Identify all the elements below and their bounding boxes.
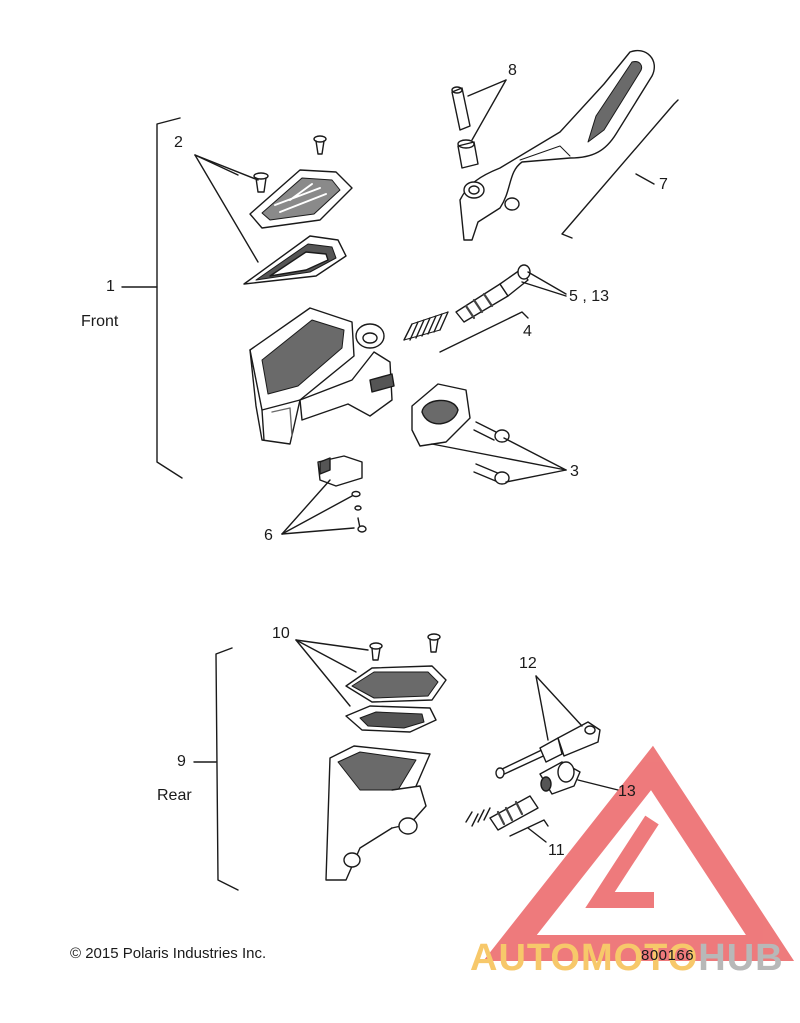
callout-10: 10 bbox=[272, 625, 290, 642]
screw-rear-cover-right bbox=[427, 633, 441, 653]
copyright-notice: © 2015 Polaris Industries Inc. bbox=[70, 945, 267, 962]
master-cylinder-body-rear bbox=[325, 745, 431, 881]
bracket-front bbox=[156, 117, 183, 479]
pivot-pin-front bbox=[451, 86, 471, 131]
screw-rear-cover-left bbox=[369, 642, 383, 661]
callout-4: 4 bbox=[523, 323, 532, 340]
screw-front-cover-left bbox=[253, 172, 269, 193]
piston-spring-front bbox=[403, 311, 449, 341]
callout-13: 13 bbox=[618, 783, 636, 800]
callout-5-13: 5 , 13 bbox=[569, 288, 610, 305]
watermark-logo bbox=[483, 745, 795, 961]
rubber-boot-rear bbox=[539, 761, 581, 795]
callout-8: 8 bbox=[508, 62, 517, 79]
watermark-text-a: AUTOMOTO bbox=[470, 937, 699, 979]
callout-9: 9 bbox=[177, 753, 186, 770]
screw-front-cover-right bbox=[313, 135, 327, 155]
reservoir-cover-rear bbox=[345, 665, 447, 703]
brake-switch-front bbox=[317, 455, 363, 487]
section-label-front: Front bbox=[81, 313, 119, 330]
callout-11: 11 bbox=[548, 842, 565, 859]
diagram-part-number: 800166 bbox=[641, 947, 695, 964]
master-cylinder-body-front bbox=[249, 307, 395, 445]
callout-6: 6 bbox=[264, 527, 273, 544]
watermark-text-b: HUB bbox=[698, 937, 784, 979]
diaphragm-gasket-rear bbox=[345, 705, 437, 733]
handlebar-clamp-front bbox=[411, 383, 471, 447]
callout-3: 3 bbox=[570, 463, 579, 480]
section-label-rear: Rear bbox=[157, 787, 192, 804]
switch-screw-front bbox=[357, 517, 367, 533]
callout-7: 7 bbox=[659, 176, 668, 193]
push-rod-rear bbox=[495, 721, 601, 779]
callout-1: 1 bbox=[106, 278, 115, 295]
washer-front bbox=[351, 490, 361, 498]
pivot-bushing-front bbox=[457, 139, 479, 169]
clamp-bolt-upper bbox=[473, 421, 510, 443]
piston-rear bbox=[465, 795, 539, 831]
piston-front bbox=[455, 264, 531, 323]
brake-lever-front bbox=[459, 49, 655, 241]
clamp-bolt-lower bbox=[473, 463, 510, 485]
nut-front bbox=[354, 505, 362, 511]
diaphragm-gasket-front bbox=[243, 235, 347, 285]
callout-2: 2 bbox=[174, 134, 183, 151]
watermark-text: AUTOMOTOHUB bbox=[470, 937, 784, 980]
bracket-rear bbox=[215, 647, 239, 891]
callout-12: 12 bbox=[519, 655, 537, 672]
reservoir-cover-front bbox=[249, 169, 353, 229]
